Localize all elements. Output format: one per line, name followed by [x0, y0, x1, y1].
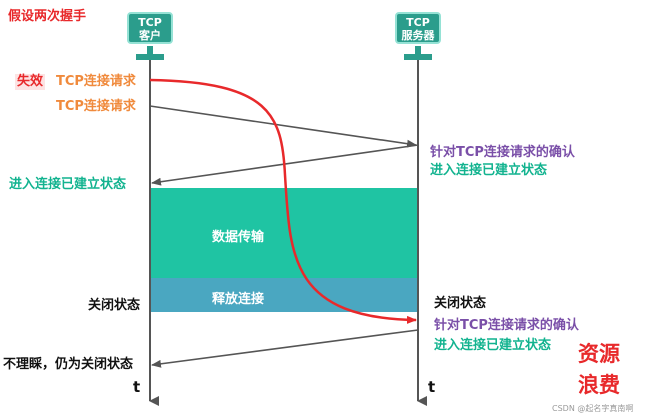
client-base	[136, 54, 164, 60]
client-time-label: t	[133, 378, 141, 396]
server-time-label: t	[428, 378, 436, 396]
request2-label: TCP连接请求	[56, 99, 136, 114]
client-label-line1: TCP	[138, 16, 162, 29]
data-transfer-label: 数据传输	[212, 230, 265, 245]
ack1-label: 针对TCP连接请求的确认	[430, 145, 575, 160]
client-label-line2: 客户	[139, 29, 161, 42]
server-host-box: TCP 服务器	[395, 12, 441, 44]
server-established2-label: 进入连接已建立状态	[434, 338, 552, 353]
data-transfer-band	[150, 188, 418, 278]
client-closed-label: 关闭状态	[88, 298, 141, 313]
server-closed-label: 关闭状态	[434, 296, 487, 311]
server-label-line2: 服务器	[401, 29, 435, 42]
client-host-box: TCP 客户	[127, 12, 173, 44]
server-label-line1: TCP	[406, 16, 430, 29]
client-established-label: 进入连接已建立状态	[9, 177, 127, 192]
waste-label-line1: 资源	[578, 342, 620, 366]
server-established1-label: 进入连接已建立状态	[430, 163, 548, 178]
waste-label-line2: 浪费	[578, 373, 620, 397]
ack2-label: 针对TCP连接请求的确认	[434, 318, 579, 333]
fail-label: 失效	[15, 74, 46, 90]
client-stand	[147, 46, 153, 54]
client-ignore-label: 不理睬，仍为关闭状态	[3, 357, 134, 372]
release-label: 释放连接	[212, 292, 265, 307]
ack2-arrow	[151, 329, 419, 368]
watermark: CSDN @起名字真南啊	[552, 404, 634, 413]
server-stand	[415, 46, 421, 54]
request2-arrow	[149, 105, 417, 148]
delayed-request-curve	[149, 78, 417, 324]
diagram-title: 假设两次握手	[8, 9, 87, 24]
release-band	[150, 278, 418, 312]
request1-label: TCP连接请求	[56, 74, 136, 89]
server-base	[404, 54, 432, 60]
